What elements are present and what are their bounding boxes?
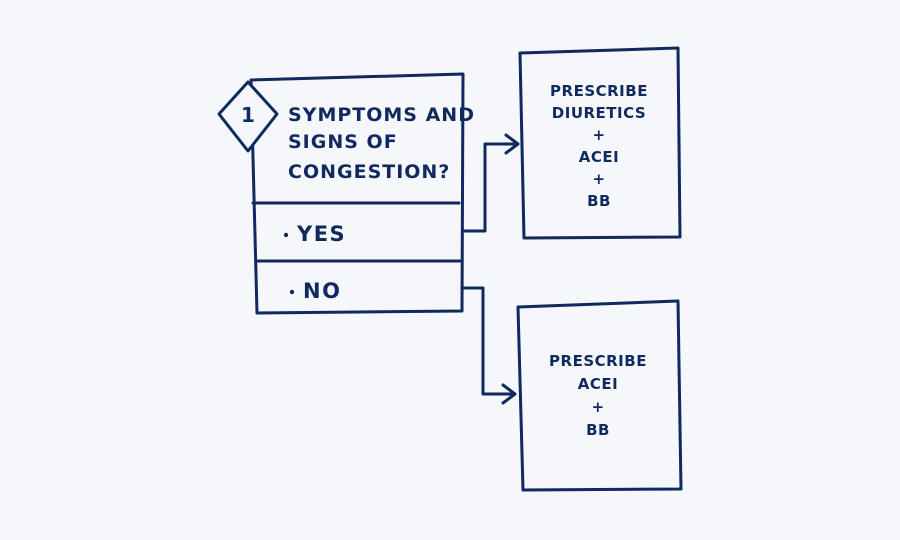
- question-box-outline: [249, 72, 465, 315]
- question-box: SYMPTOMS AND SIGNS OF CONGESTION?: [249, 72, 475, 315]
- yes-connector: [461, 133, 520, 233]
- step-number: 1: [241, 103, 255, 127]
- question-line-1: SYMPTOMS AND: [288, 104, 475, 126]
- no-label: NO: [303, 279, 341, 303]
- outcome-yes-box: PRESCRIBE DIURETICS + ACEI + BB: [518, 46, 682, 240]
- option-yes: YES: [283, 222, 346, 246]
- no-bullet: [289, 289, 295, 295]
- yes-arrowhead-icon: [504, 133, 520, 155]
- no-arrowhead-icon: [501, 383, 517, 405]
- no-connector-line: [460, 286, 515, 396]
- question-line-3: CONGESTION?: [288, 161, 450, 183]
- step-badge: 1: [217, 80, 279, 153]
- outcome-no-box: PRESCRIBE ACEI + BB: [516, 299, 683, 492]
- outcome-no-line-1: PRESCRIBE: [549, 352, 647, 370]
- outcome-yes-line-5: +: [592, 170, 605, 188]
- outcome-yes-outline: [518, 46, 682, 240]
- outcome-no-line-2: ACEI: [578, 375, 618, 393]
- question-line-2: SIGNS OF: [288, 131, 398, 153]
- yes-bullet: [283, 232, 289, 238]
- outcome-yes-line-2: DIURETICS: [552, 104, 646, 122]
- outcome-yes-line-1: PRESCRIBE: [550, 82, 648, 100]
- outcome-no-line-4: BB: [586, 421, 610, 439]
- outcome-yes-line-3: +: [592, 126, 605, 144]
- yes-connector-line: [461, 142, 518, 233]
- outcome-no-line-3: +: [591, 398, 604, 416]
- yes-label: YES: [296, 222, 346, 246]
- outcome-yes-line-4: ACEI: [579, 148, 619, 166]
- no-connector: [460, 286, 517, 405]
- option-no: NO: [289, 279, 341, 303]
- outcome-no-outline: [516, 299, 683, 492]
- step-diamond-icon: [217, 80, 279, 153]
- outcome-yes-line-6: BB: [587, 192, 611, 210]
